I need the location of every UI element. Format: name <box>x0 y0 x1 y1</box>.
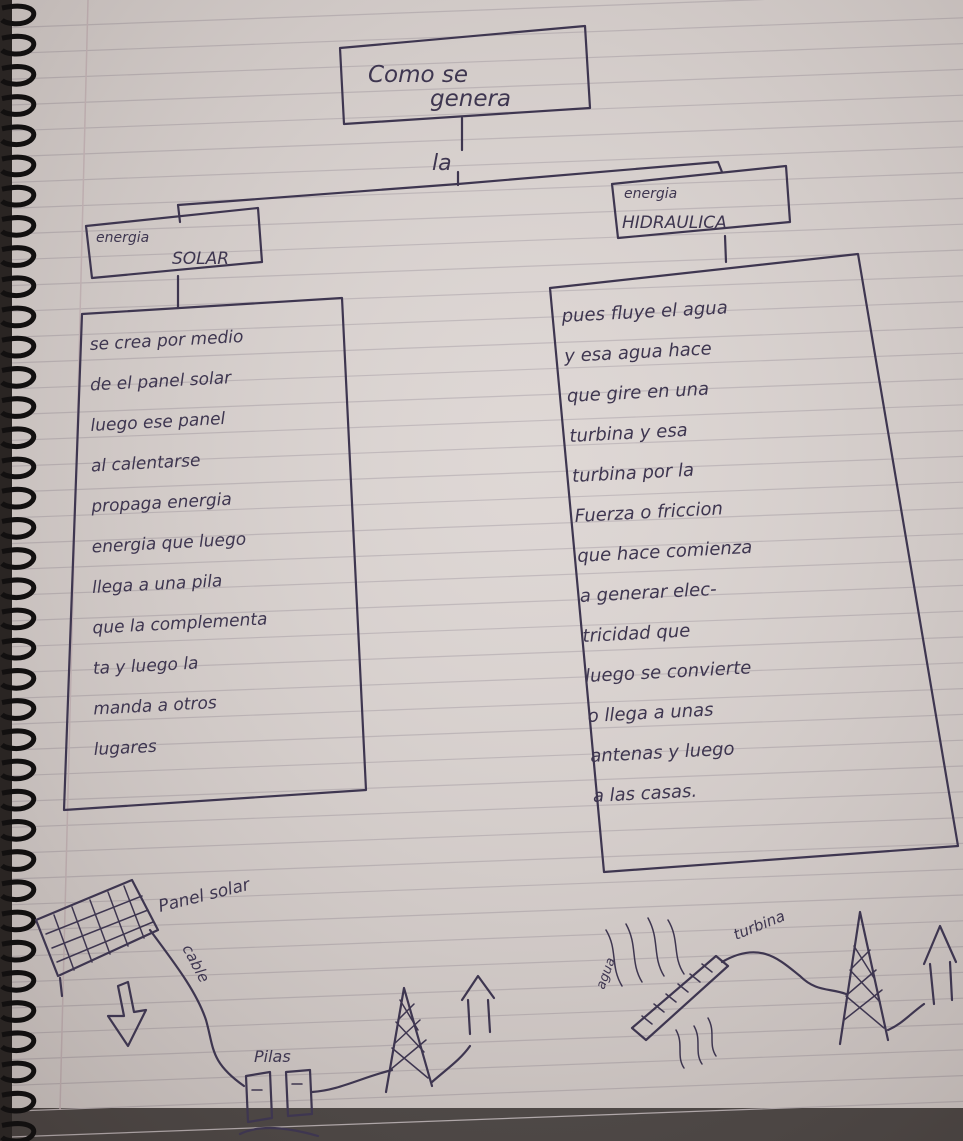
spiral-coil <box>0 184 37 208</box>
spiral-coil <box>0 668 37 691</box>
cable-line <box>148 928 246 1088</box>
spiral-coil <box>0 124 37 148</box>
spiral-coil <box>0 1090 37 1114</box>
spiral-coil <box>0 1060 37 1084</box>
spiral-coil <box>0 909 37 933</box>
spiral-coil <box>0 3 37 27</box>
hydro-title-box: energia HIDRAULICA <box>610 164 792 240</box>
battery-sketch: Pilas <box>238 1047 394 1138</box>
spiral-coil <box>0 426 37 450</box>
spiral-coil <box>0 456 37 480</box>
root-line-2: genera <box>430 86 511 112</box>
spiral-coil <box>0 517 37 540</box>
root-box: Como se genera <box>338 24 592 126</box>
spiral-coil <box>0 939 37 963</box>
spiral-coil <box>0 698 37 721</box>
description-line: lugares <box>93 737 157 760</box>
spiral-coil <box>0 215 37 238</box>
spiral-coil <box>0 245 37 268</box>
spiral-coil <box>0 577 37 601</box>
branch-line <box>176 160 724 207</box>
solar-title-box: energia SOLAR <box>84 206 264 280</box>
spiral-coil <box>0 154 37 178</box>
spiral-coil <box>0 758 37 782</box>
spiral-coil <box>0 637 37 661</box>
spiral-binding <box>0 3 37 1141</box>
antenna-tower-sketch <box>838 910 926 1046</box>
spiral-coil <box>0 396 37 419</box>
spiral-coil <box>0 607 37 631</box>
spiral-coil <box>0 305 37 329</box>
battery-label: Pilas <box>254 1047 291 1066</box>
spiral-coil <box>0 486 37 510</box>
spiral-coil <box>0 879 37 903</box>
spiral-coil <box>0 788 37 812</box>
spiral-coil <box>0 94 37 117</box>
spiral-coil <box>0 970 37 993</box>
spiral-coil <box>0 1121 37 1141</box>
root-line-1: Como se <box>368 62 468 88</box>
spiral-coil <box>0 335 37 359</box>
hydro-title-line-1: energia <box>624 186 677 202</box>
spiral-coil <box>0 1030 37 1054</box>
spiral-coil <box>0 1000 37 1023</box>
spiral-coil <box>0 64 37 87</box>
spiral-coil <box>0 275 37 299</box>
hydro-title-line-2: HIDRAULICA <box>622 213 727 233</box>
house-sketch <box>922 924 958 1006</box>
spiral-coil <box>0 33 37 57</box>
spiral-coil <box>0 366 37 389</box>
spiral-coil <box>0 849 37 872</box>
connector-label: la <box>432 151 452 176</box>
spiral-coil <box>0 728 37 752</box>
spiral-coil <box>0 547 37 570</box>
solar-title-line-2: SOLAR <box>172 249 229 269</box>
solar-title-line-1: energia <box>96 230 149 246</box>
arrow-down-icon <box>106 980 148 1048</box>
antenna-tower-sketch <box>384 986 472 1094</box>
spiral-coil <box>0 819 37 842</box>
house-sketch <box>460 974 496 1036</box>
